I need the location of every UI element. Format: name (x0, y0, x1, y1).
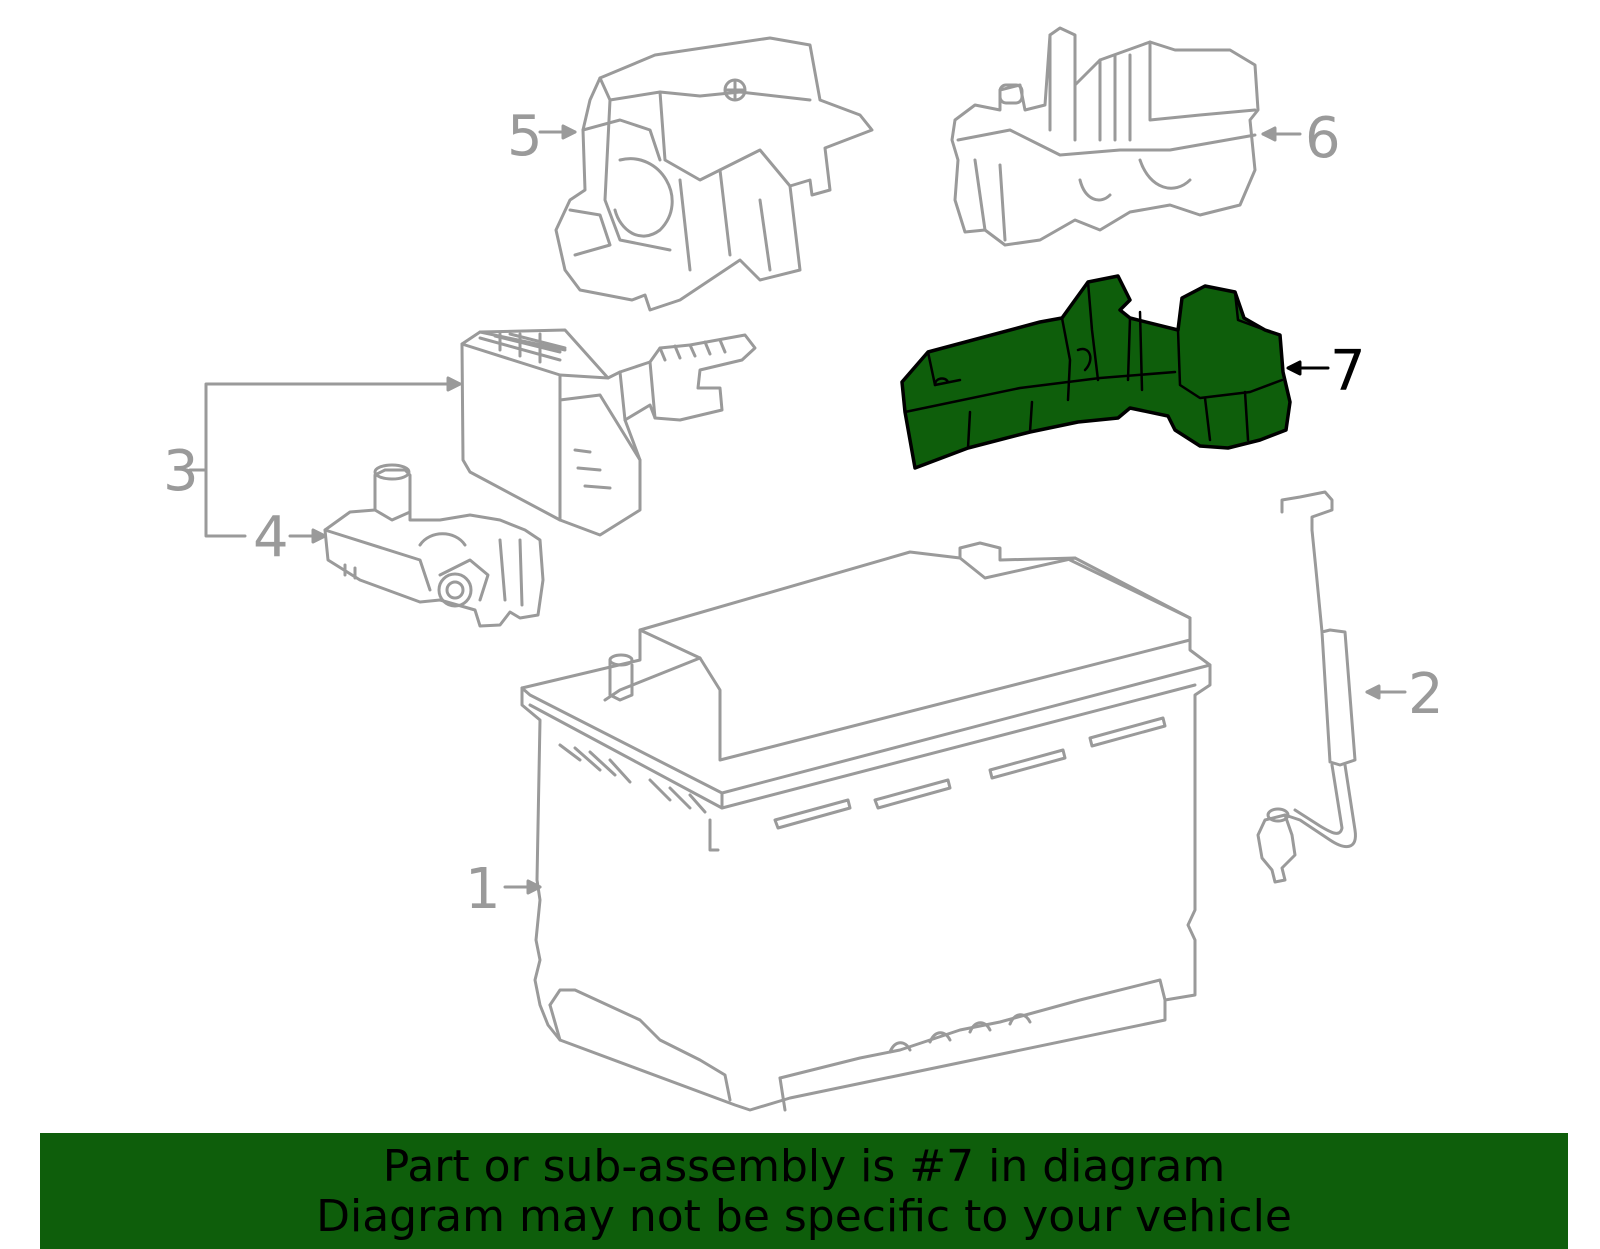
callout-1: 1 (465, 857, 501, 922)
arrow-2 (1365, 684, 1381, 700)
part-7-bracket (900, 274, 1292, 470)
arrow-1 (526, 879, 542, 895)
arrow-6 (1261, 126, 1277, 142)
arrow-4 (311, 528, 327, 544)
part-1-battery (520, 541, 1212, 1112)
callout-6: 6 (1305, 106, 1341, 171)
part-2-sensor-cable (1256, 490, 1357, 884)
arrow-7 (1286, 360, 1302, 376)
part-6-junction-block (950, 26, 1260, 247)
leader-lines (188, 124, 1407, 895)
arrow-5 (561, 124, 577, 140)
callout-4: 4 (253, 505, 289, 570)
callout-2: 2 (1408, 662, 1444, 727)
banner-line-2: Diagram may not be specific to your vehi… (316, 1191, 1292, 1242)
banner-line-1: Part or sub-assembly is #7 in diagram (382, 1141, 1226, 1192)
part-4-terminal-clamp (323, 463, 545, 628)
arrow-3 (446, 376, 462, 392)
callout-5: 5 (507, 104, 543, 169)
callout-7: 7 (1330, 339, 1366, 404)
info-banner: Part or sub-assembly is #7 in diagram Di… (40, 1133, 1568, 1249)
part-5-terminal-cover (554, 36, 874, 312)
bracket-line-3 (204, 382, 462, 538)
callout-3: 3 (163, 439, 199, 504)
part-3-cover (460, 328, 757, 537)
